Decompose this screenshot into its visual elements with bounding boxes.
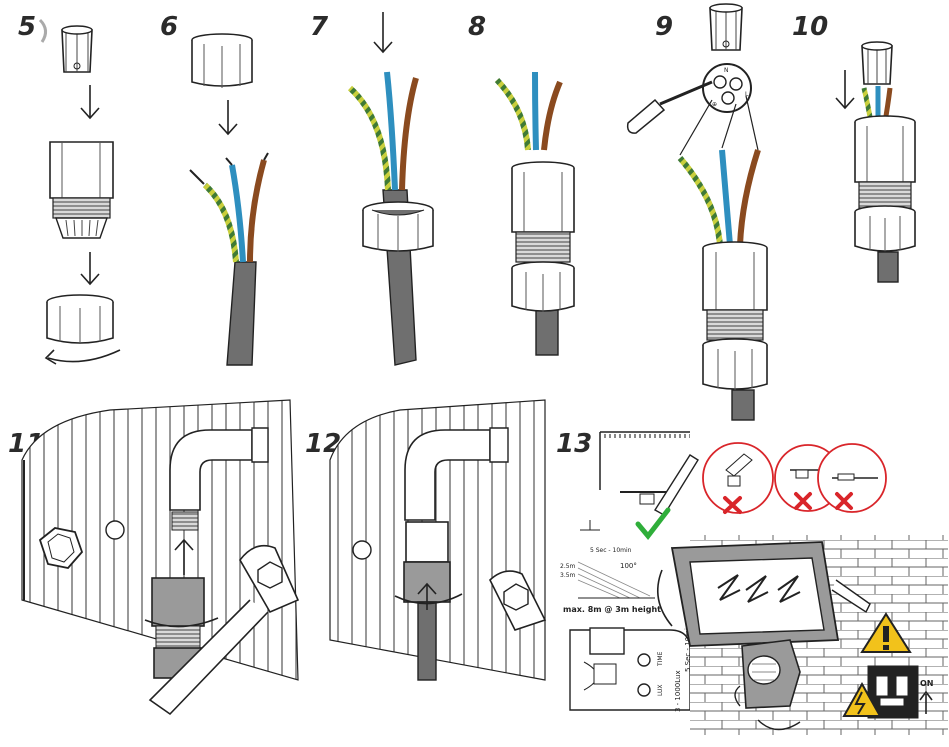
arrow-icon [218, 100, 238, 136]
elbow-connector [404, 427, 509, 521]
gland-nut-part [46, 294, 114, 344]
hex-nut [38, 527, 84, 569]
mount-position-wrong-3 [817, 443, 887, 513]
cable-with-wires [189, 152, 269, 366]
gland-nut-part [191, 33, 253, 88]
arrow-icon [174, 538, 194, 575]
terminal-label-live: L [745, 91, 749, 98]
step-7: 7 [310, 12, 434, 366]
sensor-coverage: 5 Sec - 10min 2.5m 3.5m 100° max. 8m @ 3… [560, 520, 661, 614]
step-number-5: 5 [18, 12, 36, 42]
gland-assembled [702, 241, 768, 390]
floodlight-front [656, 541, 871, 647]
motion-sensor [734, 639, 801, 731]
arrow-icon [373, 12, 393, 54]
cross-icon [723, 496, 742, 514]
switch-on-label: ON [920, 679, 934, 688]
gland-cap-part [709, 3, 743, 51]
dial-time-label: TIME [657, 651, 664, 667]
arrow-icon [80, 252, 100, 286]
step-number-13: 13 [556, 429, 592, 459]
sensor-dial-closeup: TIME LUX 3 - 1000Lux 5 Sec - 10min [569, 624, 692, 712]
step-number-10: 10 [792, 12, 828, 42]
elbow-connector [169, 427, 269, 531]
warning-icon [860, 612, 912, 653]
time-range-label: 5 Sec - 10min [684, 624, 692, 672]
gland-assembled [151, 577, 205, 679]
step-number-8: 8 [468, 12, 486, 42]
step-6: 6 [160, 12, 269, 366]
height-bottom: 3.5m [560, 572, 576, 579]
step-13: 13 5 [556, 429, 948, 735]
step-12: 12 [305, 399, 547, 681]
floodlight-heatsink [21, 399, 299, 681]
terminal-label-neutral: N [724, 67, 729, 74]
step-9: 9 N L ⊕ [626, 3, 768, 421]
lux-range-label: 3 - 1000Lux [674, 670, 682, 712]
arrow-icon [835, 70, 855, 110]
step-10: 10 [792, 12, 916, 283]
mount-position-correct [599, 431, 699, 540]
check-icon [635, 507, 671, 540]
gland-body-part [49, 141, 114, 239]
arrow-icon [417, 582, 437, 610]
height-top: 2.5m [560, 563, 576, 570]
electric-warning-icon [842, 681, 882, 717]
gland-assembled [403, 521, 451, 681]
isolator-switch: ON [867, 665, 934, 719]
arrow-icon [80, 85, 100, 120]
step-number-9: 9 [655, 12, 673, 42]
terminal-label-earth: ⊕ [712, 101, 717, 108]
step-8: 8 [468, 12, 575, 356]
angle-label: 100° [620, 562, 637, 570]
cable-with-wires [677, 149, 761, 421]
step-number-7: 7 [310, 12, 329, 42]
mounting-bracket [489, 570, 547, 631]
gland-assembled [854, 115, 916, 283]
step-5: 5 [18, 12, 121, 365]
dial-lux-label: LUX [657, 684, 664, 696]
step-11: 11 [8, 399, 300, 716]
gland-assembled [511, 161, 575, 312]
cable-with-wires [494, 71, 563, 356]
rotate-arrow-icon [47, 349, 121, 363]
gland-nut-part [362, 201, 434, 252]
cross-icon [794, 492, 812, 510]
gland-cap-part [861, 41, 893, 85]
range-label: max. 8m @ 3m height [563, 605, 661, 614]
terminal-block: N L ⊕ [702, 63, 752, 113]
mounting-bracket [148, 544, 300, 716]
screwdriver-icon [626, 80, 713, 134]
arrow-icon [919, 690, 933, 714]
mount-position-wrong-1 [702, 442, 774, 514]
gland-cap-part [61, 25, 93, 73]
cross-icon [835, 492, 853, 510]
time-label: 5 Sec - 10min [590, 547, 632, 554]
step-number-6: 6 [160, 12, 178, 42]
